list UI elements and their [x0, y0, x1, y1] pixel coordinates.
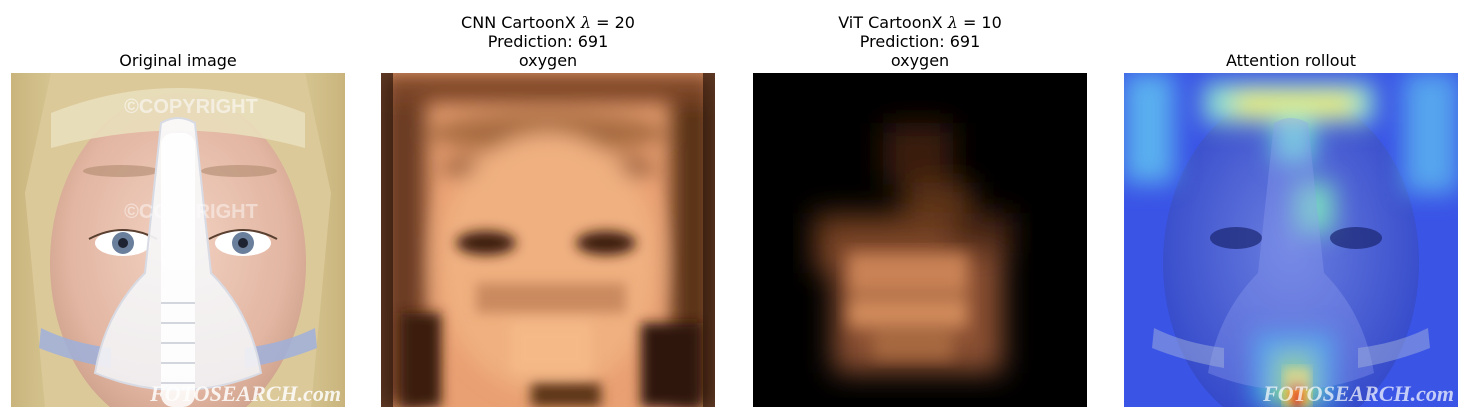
panel-title: Original image — [0, 51, 385, 70]
lambda-symbol: λ — [580, 13, 591, 32]
prediction-line: Prediction: 691 — [859, 32, 981, 51]
panel-cnn-cartoonx: CNN CartoonX λ = 20 Prediction: 691 oxyg… — [381, 0, 715, 417]
title-prefix: CNN CartoonX — [461, 13, 576, 32]
vit-cartoonx-image — [753, 73, 1087, 407]
title-line: Attention rollout — [1225, 51, 1357, 70]
panel-title: Attention rollout — [1084, 51, 1467, 70]
attention-rollout-image: FOTOSEARCH.com — [1124, 73, 1458, 407]
watermark-text: ©COPYRIGHT — [124, 201, 258, 223]
class-line: oxygen — [518, 51, 578, 70]
lambda-value: = 20 — [596, 13, 635, 32]
title-prefix: ViT CartoonX — [838, 13, 943, 32]
original-image: ©COPYRIGHT ©COPYRIGHT FOTOSEARCH.com — [11, 73, 345, 407]
watermark-text: FOTOSEARCH.com — [1262, 381, 1454, 406]
lambda-value: = 10 — [962, 13, 1002, 32]
panel-title: ViT CartoonX λ = 10 Prediction: 691 oxyg… — [713, 13, 1127, 70]
title-line-1: CNN CartoonX λ = 20 — [341, 13, 755, 32]
cnn-cartoonx-image — [381, 73, 715, 407]
panel-attention-rollout: Attention rollout — [1124, 0, 1458, 417]
watermark-text: FOTOSEARCH.com — [149, 381, 341, 406]
title-line-1: ViT CartoonX λ = 10 — [713, 13, 1127, 32]
prediction-line: Prediction: 691 — [487, 32, 609, 51]
panel-title: CNN CartoonX λ = 20 Prediction: 691 oxyg… — [341, 13, 755, 70]
watermark-text: ©COPYRIGHT — [124, 96, 258, 118]
panel-vit-cartoonx: ViT CartoonX λ = 10 Prediction: 691 oxyg… — [753, 0, 1087, 417]
panel-original: Original image — [11, 0, 345, 417]
title-line: Original image — [119, 51, 237, 70]
lambda-symbol: λ — [947, 13, 958, 32]
class-line: oxygen — [890, 51, 950, 70]
